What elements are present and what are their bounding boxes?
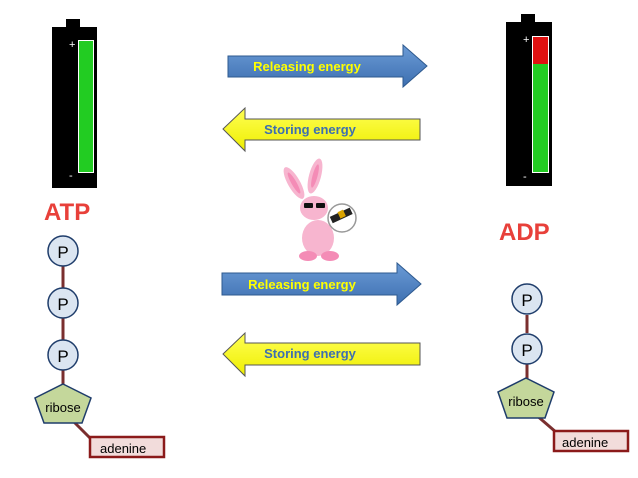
atp-phosphate-2-label: P <box>57 295 68 314</box>
atp-adenine: adenine <box>88 435 166 459</box>
top-releasing-energy-label: Releasing energy <box>253 59 361 74</box>
adp-title: ADP <box>499 219 550 246</box>
bottom-storing-energy-label: Storing energy <box>264 346 357 361</box>
atp-phosphate-3-label: P <box>57 347 68 366</box>
adp-plus-label: + <box>523 34 529 46</box>
atp-adenine-label: adenine <box>100 441 146 456</box>
adp-phosphate-1: P <box>511 283 543 315</box>
atp-phosphate-3: P <box>47 339 79 371</box>
atp-ribose-label: ribose <box>45 400 80 415</box>
adp-molecule: P P ribose adenine <box>497 283 630 453</box>
top-storing-energy-arrow: Storing energy <box>222 106 421 153</box>
pink-bunny-mascot-icon <box>281 158 357 261</box>
atp-phosphate-2: P <box>47 287 79 319</box>
top-storing-energy-label: Storing energy <box>264 122 357 137</box>
atp-ribose: ribose <box>34 383 92 424</box>
atp-plus-label: + <box>69 39 75 51</box>
atp-battery: + - <box>52 19 97 188</box>
bottom-releasing-energy-label: Releasing energy <box>248 277 356 292</box>
adp-minus-label: - <box>523 171 527 183</box>
adp-battery: + - <box>506 14 552 186</box>
atp-molecule: P P P ribose adenine <box>34 235 166 459</box>
adp-ribose-label: ribose <box>508 394 543 409</box>
atp-phosphate-1-label: P <box>57 243 68 262</box>
atp-phosphate-1: P <box>47 235 79 267</box>
adp-phosphate-2-label: P <box>521 341 532 360</box>
adp-red-segment <box>533 37 548 64</box>
atp-title: ATP <box>44 199 90 226</box>
adp-phosphate-1-label: P <box>521 291 532 310</box>
adp-adenine-label: adenine <box>562 435 608 450</box>
adp-charge-fill <box>533 64 548 172</box>
atp-charge-fill <box>79 41 93 172</box>
bottom-storing-energy-arrow: Storing energy <box>222 331 421 378</box>
atp-minus-label: - <box>69 170 73 182</box>
top-releasing-energy-arrow: Releasing energy <box>227 43 428 89</box>
adp-adenine: adenine <box>552 429 630 453</box>
adp-phosphate-2: P <box>511 333 543 365</box>
adp-ribose: ribose <box>497 377 555 419</box>
bottom-releasing-energy-arrow: Releasing energy <box>221 261 422 307</box>
